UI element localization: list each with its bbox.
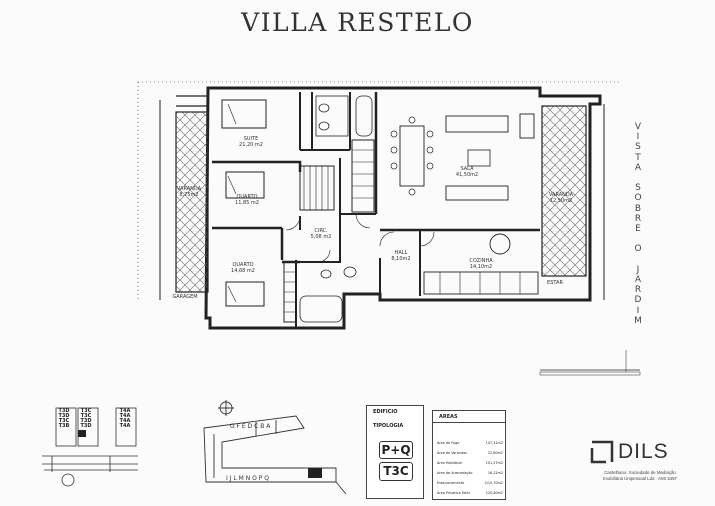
site-letters-bottom: I J L M N O P Q	[226, 475, 269, 482]
note-estar: ESTAR	[547, 280, 563, 286]
edificio-label: EDIFICIO	[373, 409, 398, 415]
building-code: P+Q	[379, 441, 413, 459]
page-title: VILLA RESTELO	[241, 8, 474, 37]
dils-logo-icon	[590, 440, 614, 464]
tipologia-box: EDIFICIO TIPOLOGIA P+Q T3C	[366, 405, 424, 499]
vista-label: V I S T A S O B R E O J A R D I M	[634, 122, 642, 326]
room-circ: CIRC.5,08 m2	[310, 228, 332, 240]
site-letters-top: G F E D C B A	[230, 423, 271, 430]
brand-name: DILS	[618, 440, 669, 463]
type-code: T3C	[379, 462, 413, 481]
note-garagem: GARAGEM	[172, 294, 198, 300]
areas-heading: AREAS	[433, 411, 505, 423]
tipologia-label: TIPOLOGIA	[373, 423, 404, 429]
key-plan	[42, 407, 138, 487]
site-plan: G F E D C B A I J L M N O P Q	[203, 400, 347, 495]
